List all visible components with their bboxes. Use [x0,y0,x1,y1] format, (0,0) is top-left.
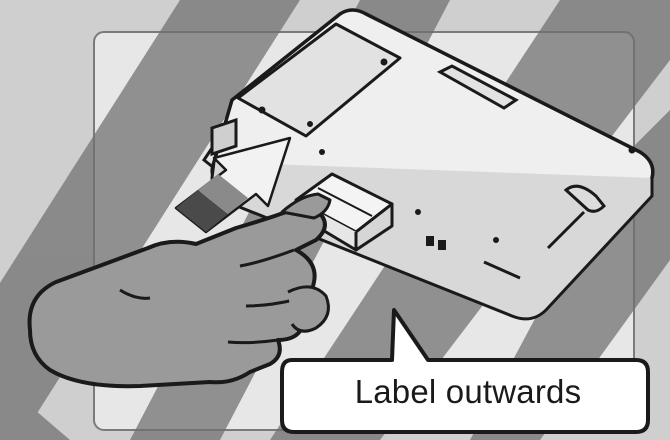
callout-label: Label outwards [298,364,638,420]
